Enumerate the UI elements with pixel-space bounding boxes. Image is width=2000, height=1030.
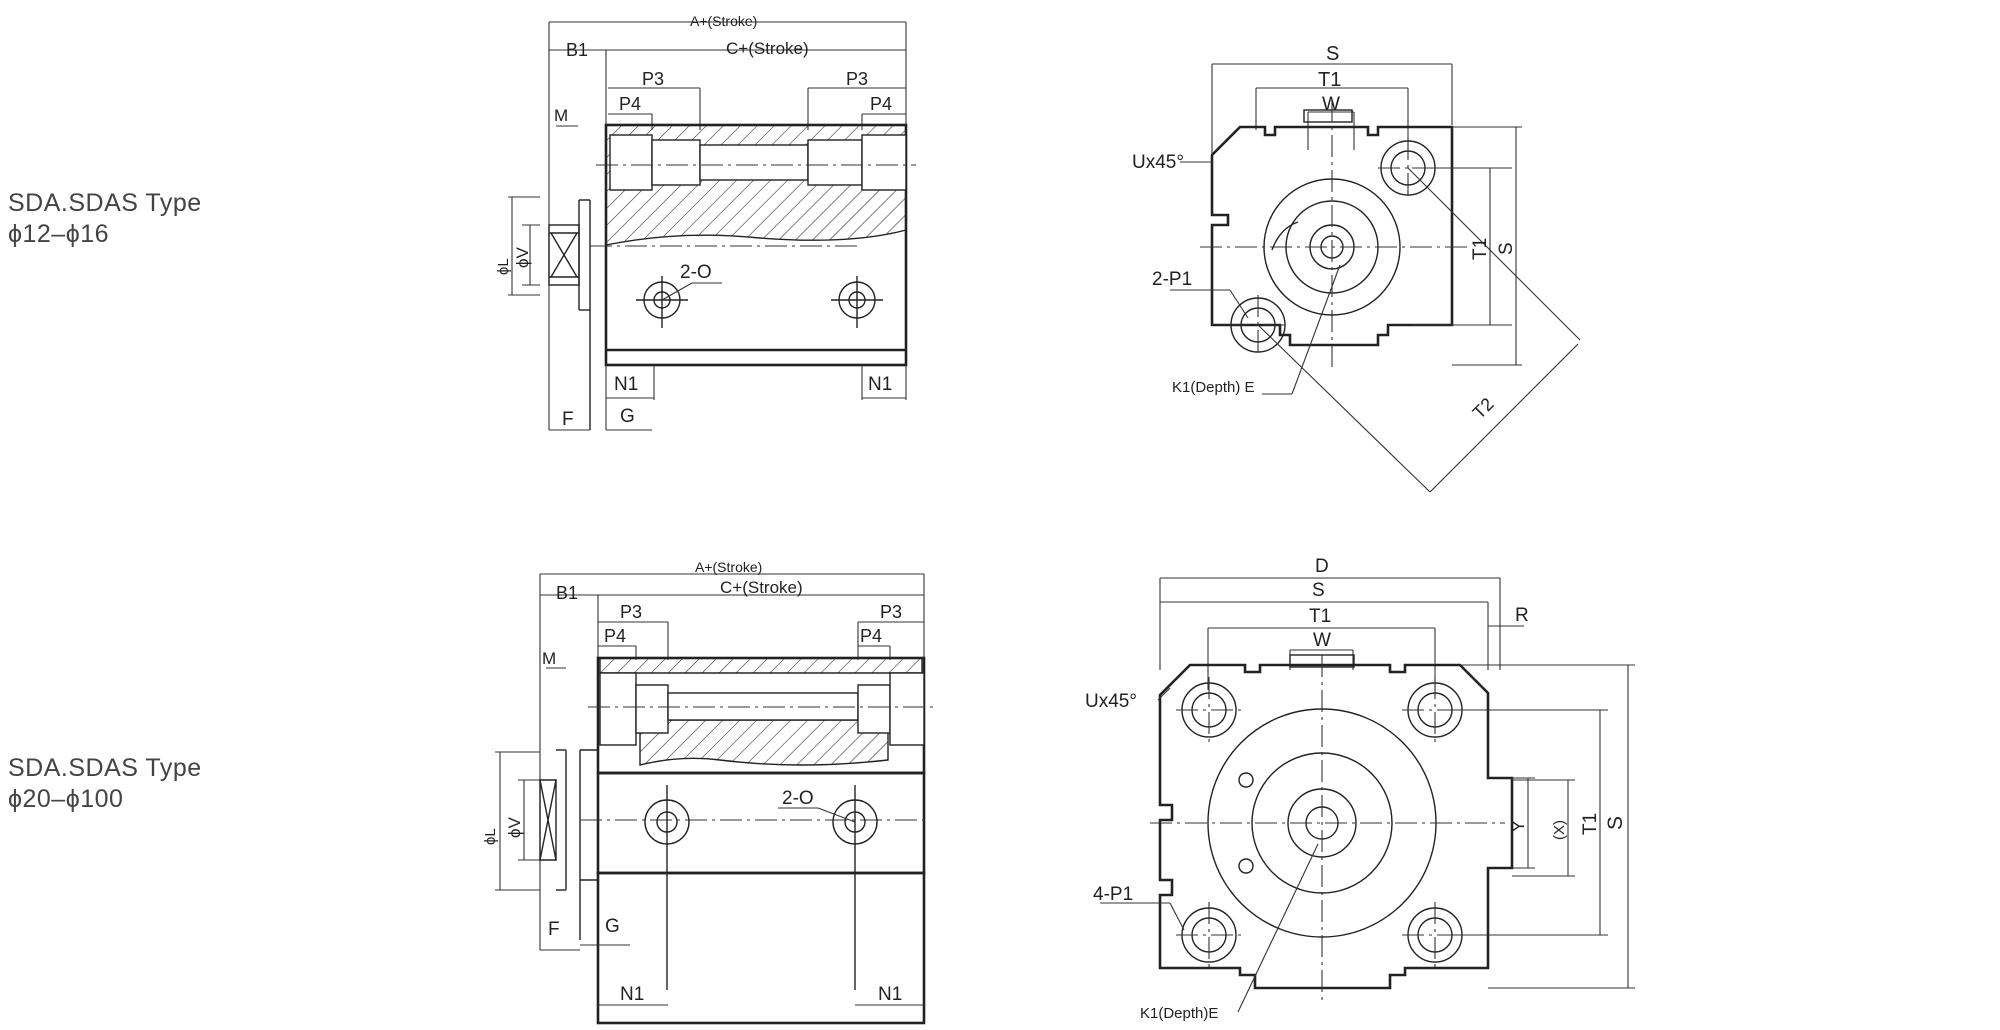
top-t1-right-label: T1 — [1470, 238, 1491, 260]
top-o-label: 2-O — [680, 262, 712, 283]
bottom-s-right-label: S — [1604, 816, 1627, 830]
bottom-t1-label: T1 — [1309, 606, 1331, 627]
bottom-t1-right-label: T1 — [1580, 813, 1601, 835]
top-s-right-label: S — [1496, 242, 1517, 255]
bottom-f-label: F — [548, 919, 560, 940]
bottom-y-label: Y — [1509, 821, 1528, 832]
bottom-r-label: R — [1515, 605, 1529, 626]
bottom-g-label: G — [605, 916, 620, 937]
top-type-name: SDA.SDAS Type — [8, 189, 202, 217]
top-p3-right-label: P3 — [846, 69, 868, 89]
bottom-type-label: SDA.SDAS Type ϕ20–ϕ100 — [8, 753, 202, 815]
bottom-s-label: S — [1312, 580, 1325, 601]
top-g-label: G — [620, 406, 635, 427]
bottom-d-label: D — [1315, 556, 1329, 577]
bottom-p3-right-label: P3 — [880, 602, 902, 622]
top-end-view: S T1 W Ux45° 2-P1 K1(Depth) E T1 S T2 — [1132, 43, 1581, 493]
top-f-label: F — [562, 409, 574, 430]
bottom-b1-label: B1 — [556, 583, 578, 603]
top-l-label: ϕL — [495, 258, 512, 275]
top-p1-label: 2-P1 — [1152, 269, 1192, 290]
bottom-type-name: SDA.SDAS Type — [8, 754, 202, 782]
bottom-m-label: M — [542, 649, 556, 668]
top-b1-label: B1 — [566, 40, 588, 60]
top-m-label: M — [554, 106, 568, 125]
bottom-side-view: A+(Stroke) C+(Stroke) B1 P3 P3 P4 P4 M ϕ… — [482, 559, 934, 1025]
top-k1-label: K1(Depth) E — [1172, 379, 1255, 396]
bottom-p1-label: 4-P1 — [1093, 884, 1133, 905]
bottom-k1-label: K1(Depth)E — [1140, 1005, 1218, 1022]
top-s-label: S — [1326, 43, 1339, 65]
bottom-n1-left-label: N1 — [620, 984, 644, 1005]
top-u-label: Ux45° — [1132, 152, 1184, 173]
bottom-o-label: 2-O — [782, 788, 814, 809]
top-p4-right-label: P4 — [870, 94, 892, 114]
bottom-p4-right-label: P4 — [860, 626, 882, 646]
bottom-n1-right-label: N1 — [878, 984, 902, 1005]
bottom-a-stroke-label: A+(Stroke) — [695, 559, 762, 575]
bottom-p4-left-label: P4 — [604, 626, 626, 646]
top-side-view: A+(Stroke) C+(Stroke) B1 P3 P3 P4 P4 M ϕ… — [495, 13, 916, 431]
bottom-v-label: ϕV — [505, 816, 524, 838]
top-t1-label: T1 — [1318, 69, 1341, 91]
bottom-end-view: D S T1 W R Ux45° Y (X) T1 S 4-P1 K1(Dept… — [1085, 556, 1635, 1022]
bottom-x-label: (X) — [1551, 820, 1568, 840]
bottom-u-label: Ux45° — [1085, 691, 1137, 712]
bottom-w-label: W — [1313, 630, 1331, 651]
top-v-label: ϕV — [513, 246, 532, 268]
top-a-stroke-label: A+(Stroke) — [690, 13, 757, 29]
top-p3-left-label: P3 — [642, 69, 664, 89]
bottom-c-stroke-label: C+(Stroke) — [720, 578, 803, 597]
top-n1-left-label: N1 — [614, 374, 638, 395]
top-n1-right-label: N1 — [868, 374, 892, 395]
bottom-p3-left-label: P3 — [620, 602, 642, 622]
top-c-stroke-label: C+(Stroke) — [726, 39, 809, 58]
top-p4-left-label: P4 — [619, 94, 641, 114]
top-t2-label: T2 — [1469, 394, 1498, 423]
top-type-range: ϕ12–ϕ16 — [8, 220, 110, 248]
top-w-label: W — [1322, 94, 1340, 115]
top-type-label: SDA.SDAS Type ϕ12–ϕ16 — [8, 188, 202, 250]
bottom-l-label: ϕL — [482, 828, 499, 845]
bottom-type-range: ϕ20–ϕ100 — [8, 785, 124, 813]
